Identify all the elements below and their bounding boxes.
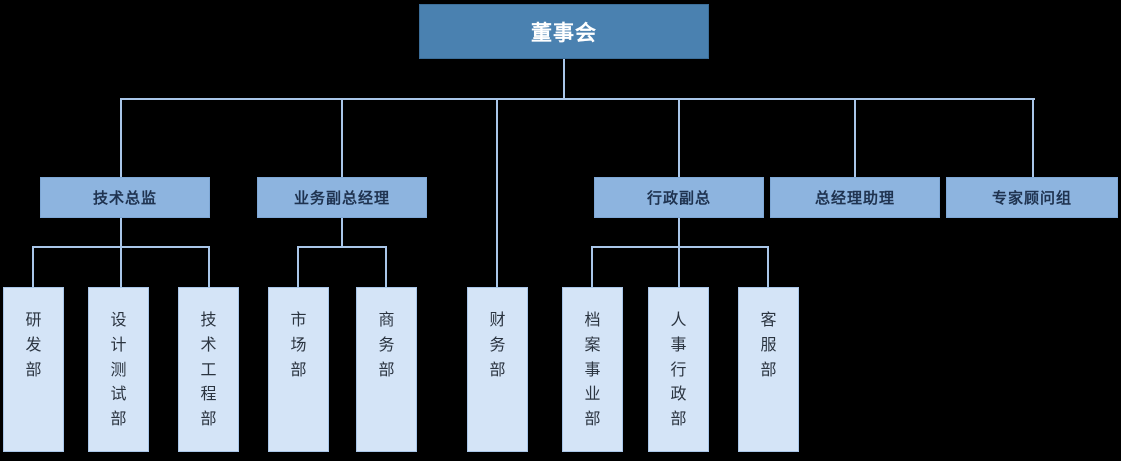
node-label-char: 程 xyxy=(200,384,217,404)
node-label-char: 部 xyxy=(110,409,127,429)
node-commerce-dept[interactable]: 商务部 xyxy=(356,287,417,452)
node-label-char: 场 xyxy=(290,334,307,354)
node-expert-group[interactable]: 专家顾问组 xyxy=(946,177,1118,218)
node-label-char: 部 xyxy=(378,359,395,379)
node-label-char: 工 xyxy=(200,359,217,379)
connector-admin-vp-stem xyxy=(678,217,680,247)
node-board-of-directors[interactable]: 董事会 xyxy=(419,4,709,59)
connector-root-to-gm-assistant xyxy=(854,98,856,177)
node-label-char: 发 xyxy=(25,334,42,354)
node-label-vertical: 研发部 xyxy=(4,308,63,382)
connector-admin-vp-to-service-dept xyxy=(767,246,769,288)
connector-admin-vp-to-hr-admin-dept xyxy=(678,246,680,288)
node-label-char: 财 xyxy=(489,310,506,329)
connector-business-vp-stem xyxy=(341,217,343,247)
connector-root-to-admin-vp xyxy=(678,98,680,177)
node-label-char: 业 xyxy=(584,384,601,404)
node-label-vertical: 档案事业部 xyxy=(563,308,622,432)
connector-root-to-tech-director xyxy=(120,98,122,177)
node-label-char: 市 xyxy=(290,310,307,329)
node-design-test-dept[interactable]: 设计测试部 xyxy=(88,287,149,452)
node-label: 总经理助理 xyxy=(814,189,895,207)
connector-tech-director-to-design-test-dept xyxy=(120,246,122,288)
node-label-char: 部 xyxy=(200,409,217,429)
connector-root-to-expert-group xyxy=(1032,98,1034,177)
node-label-char: 部 xyxy=(584,409,601,429)
node-gm-assistant[interactable]: 总经理助理 xyxy=(770,177,940,218)
node-label-char: 务 xyxy=(489,334,506,354)
connector-business-vp-to-market-dept xyxy=(297,246,299,288)
node-label: 行政副总 xyxy=(646,189,711,207)
node-market-dept[interactable]: 市场部 xyxy=(268,287,329,452)
node-label-char: 部 xyxy=(25,359,42,379)
node-rd-dept[interactable]: 研发部 xyxy=(3,287,64,452)
node-label-char: 计 xyxy=(110,334,127,354)
node-label-vertical: 设计测试部 xyxy=(89,308,148,432)
connector-admin-vp-bus xyxy=(591,246,769,248)
node-label-char: 设 xyxy=(110,310,127,329)
node-tech-eng-dept[interactable]: 技术工程部 xyxy=(178,287,239,452)
node-label-char: 研 xyxy=(25,310,42,329)
connector-business-vp-bus xyxy=(297,246,387,248)
node-label-char: 档 xyxy=(584,310,601,329)
node-label-char: 事 xyxy=(584,359,601,379)
node-label-char: 测 xyxy=(110,359,127,379)
node-label-char: 人 xyxy=(670,310,687,329)
node-label-char: 技 xyxy=(200,310,217,329)
node-label-char: 客 xyxy=(760,310,777,329)
node-label-char: 务 xyxy=(378,334,395,354)
node-label-vertical: 商务部 xyxy=(357,308,416,382)
node-label-char: 服 xyxy=(760,334,777,354)
node-archive-dept[interactable]: 档案事业部 xyxy=(562,287,623,452)
node-business-vp[interactable]: 业务副总经理 xyxy=(257,177,427,218)
connector-business-vp-to-commerce-dept xyxy=(385,246,387,288)
node-label-char: 术 xyxy=(200,334,217,354)
node-hr-admin-dept[interactable]: 人事行政部 xyxy=(648,287,709,452)
node-label-char: 行 xyxy=(670,359,687,379)
node-admin-vp[interactable]: 行政副总 xyxy=(594,177,764,218)
node-label-char: 案 xyxy=(584,334,601,354)
node-service-dept[interactable]: 客服部 xyxy=(738,287,799,452)
connector-tech-director-to-rd-dept xyxy=(32,246,34,288)
connector-tech-director-stem xyxy=(120,217,122,247)
connector-tech-director-to-tech-eng-dept xyxy=(208,246,210,288)
node-label-vertical: 客服部 xyxy=(739,308,798,382)
connector-root-to-business-vp xyxy=(341,98,343,177)
node-label-char: 部 xyxy=(489,359,506,379)
node-label-char: 政 xyxy=(670,384,687,404)
node-label-vertical: 财务部 xyxy=(468,308,527,382)
connector-admin-vp-to-archive-dept xyxy=(591,246,593,288)
connector-root-bus xyxy=(120,98,1035,100)
connector-root-stem xyxy=(563,58,565,100)
node-label-vertical: 技术工程部 xyxy=(179,308,238,432)
node-label: 董事会 xyxy=(531,20,597,45)
node-label-char: 部 xyxy=(670,409,687,429)
node-finance-dept[interactable]: 财务部 xyxy=(467,287,528,452)
node-label: 专家顾问组 xyxy=(991,189,1072,207)
node-label-vertical: 市场部 xyxy=(269,308,328,382)
node-tech-director[interactable]: 技术总监 xyxy=(40,177,210,218)
node-label-char: 试 xyxy=(110,384,127,404)
node-label: 业务副总经理 xyxy=(293,189,390,207)
node-label-vertical: 人事行政部 xyxy=(649,308,708,432)
connector-root-to-finance-dept xyxy=(496,98,498,288)
node-label: 技术总监 xyxy=(92,189,157,207)
node-label-char: 部 xyxy=(760,359,777,379)
node-label-char: 事 xyxy=(670,334,687,354)
node-label-char: 商 xyxy=(378,310,395,329)
node-label-char: 部 xyxy=(290,359,307,379)
